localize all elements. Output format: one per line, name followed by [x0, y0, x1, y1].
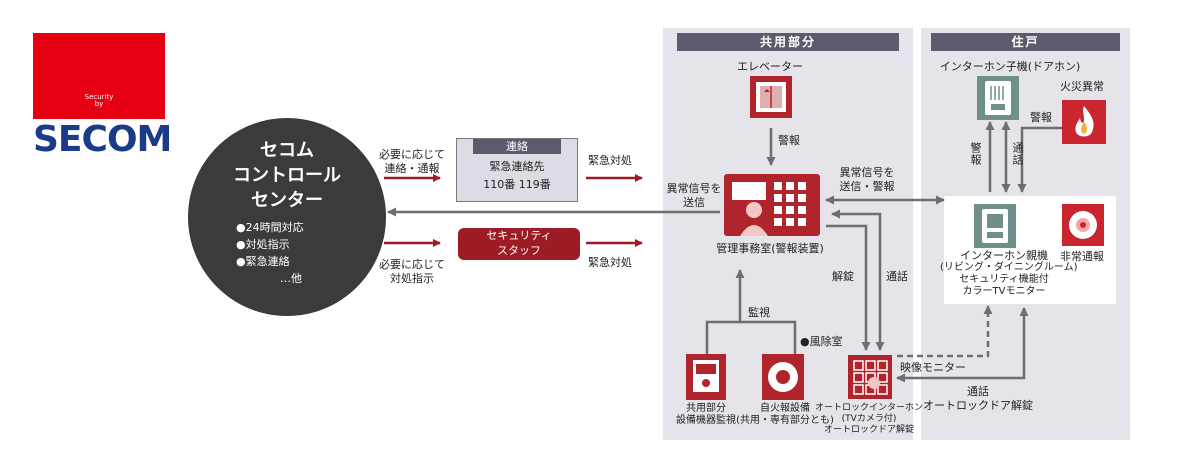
- control-center-title: セコム コントロール センター: [188, 138, 386, 213]
- staff-line: スタッフ: [497, 244, 541, 257]
- label-emergency-response-2: 緊急対処: [588, 256, 632, 269]
- label-line: 異常信号を: [839, 166, 895, 179]
- alarm-panel-icon: [724, 174, 820, 236]
- arrow-call-unlock: [896, 307, 1029, 383]
- emergency-call-icon: [1062, 204, 1104, 246]
- label-call-vertical: 通話: [1011, 142, 1024, 166]
- logo-tagline-line2: by: [94, 100, 104, 108]
- fire-alarm-equipment-icon: [762, 354, 804, 400]
- fire-abnormal-label: 火災異常: [1060, 80, 1104, 93]
- control-center-title-line: コントロール: [233, 165, 341, 186]
- label-line: オートロックドア解錠: [923, 399, 1033, 412]
- autolock-intercom-icon: [848, 355, 892, 399]
- label-dispatch-if-needed: 必要に応じて 対処指示: [372, 258, 452, 286]
- door-intercom-label: インターホン子機(ドアホン): [939, 60, 1081, 73]
- logo-white-block: [33, 119, 165, 163]
- label-line: 送信・警報: [839, 180, 895, 193]
- staff-line: セキュリティ: [486, 229, 552, 242]
- label-monitor: 監視: [748, 306, 770, 319]
- label-line: 必要に応じて: [379, 258, 445, 271]
- label-alarm-signal-alert: 異常信号を 送信・警報: [832, 166, 902, 194]
- label-line: 必要に応じて: [379, 148, 445, 161]
- arrow-fire-alarm: [1017, 126, 1062, 193]
- arrow-video-monitor: [897, 305, 993, 358]
- equipment-monitor-icon: [686, 354, 726, 400]
- label-line: 共用部分: [686, 403, 726, 414]
- master-intercom-label: インターホン親機 (リビング・ダイニングルーム) セキュリティ機能付 カラーTV…: [940, 249, 1078, 298]
- control-center-item: ●対処指示: [236, 238, 290, 251]
- equipment-monitor-label: 共用部分 設備機器監視: [660, 403, 752, 427]
- label-line: 通話: [967, 385, 989, 398]
- contact-box-line1: 緊急連絡先: [489, 160, 545, 173]
- label-call: 通話: [886, 270, 908, 283]
- contact-box-header: 連絡: [473, 139, 561, 154]
- fire-icon: [1062, 100, 1106, 144]
- security-staff-box: セキュリティ スタッフ: [458, 228, 580, 260]
- door-intercom-icon: [977, 76, 1019, 120]
- arrow-call: [831, 209, 885, 351]
- label-line: セキュリティ機能付: [959, 274, 1049, 285]
- label-video-monitor: 映像モニター: [900, 361, 966, 374]
- dwelling-header: 住戸: [931, 33, 1120, 51]
- control-center-circle: [188, 118, 386, 316]
- label-line: 異常信号を: [666, 182, 722, 195]
- label-line: 連絡・通報: [384, 162, 440, 175]
- label-line: 自火報設備: [760, 403, 810, 414]
- master-intercom-icon: [974, 204, 1016, 248]
- control-center-item: ●24時間対応: [236, 221, 304, 234]
- label-line: 設備機器監視: [676, 415, 736, 426]
- autolock-intercom-label: オートロックインターホン (TVカメラ付) オートロックドア解錠: [806, 403, 932, 436]
- logo-red-block: [33, 33, 165, 119]
- fire-alarm-equipment-label: 自火報設備 (共用・専有部分とも): [730, 403, 840, 427]
- label-line: 対処指示: [390, 272, 434, 285]
- control-center-item: …他: [280, 272, 302, 285]
- emergency-call-label: 非常通報: [1060, 250, 1104, 263]
- label-line: (TVカメラ付): [841, 414, 897, 424]
- label-contact-if-needed: 必要に応じて 連絡・通報: [372, 148, 452, 176]
- elevator-icon: [750, 76, 792, 118]
- secom-logo: SECOM: [33, 119, 172, 160]
- elevator-label: エレベーター: [737, 60, 803, 73]
- label-send-alarm-signal: 異常信号を 送信: [664, 182, 724, 210]
- logo-tagline: Security by: [33, 94, 165, 108]
- label-line: オートロックインターホン: [814, 403, 923, 413]
- control-center-title-line: セコム: [260, 140, 314, 161]
- label-line: オートロックドア解錠: [823, 425, 914, 435]
- control-center-item: ●緊急連絡: [236, 255, 290, 268]
- label-fire-alarm: 警報: [1030, 111, 1052, 124]
- label-alarm-vertical: 警報: [969, 142, 982, 166]
- control-center-title-line: センター: [251, 190, 323, 211]
- vestibule-label: ●風除室: [800, 335, 843, 348]
- contact-box-line2: 110番 119番: [483, 178, 551, 191]
- monitor-line: [705, 320, 797, 355]
- common-area-header: 共用部分: [677, 33, 899, 51]
- label-elevator-alarm: 警報: [778, 134, 800, 147]
- logo-tagline-line1: Security: [84, 93, 114, 101]
- label-line: (共用・専有部分とも): [736, 415, 834, 426]
- label-line: インターホン親機: [960, 249, 1048, 262]
- label-call-unlock: 通話 オートロックドア解錠: [918, 385, 1038, 413]
- label-emergency-response-1: 緊急対処: [588, 154, 632, 167]
- label-line: 送信: [683, 196, 705, 209]
- label-line: カラーTVモニター: [962, 286, 1046, 297]
- label-unlock: 解錠: [832, 270, 854, 283]
- label-line: (リビング・ダイニングルーム): [940, 262, 1078, 273]
- management-office-label: 管理事務室(警報装置): [716, 242, 824, 255]
